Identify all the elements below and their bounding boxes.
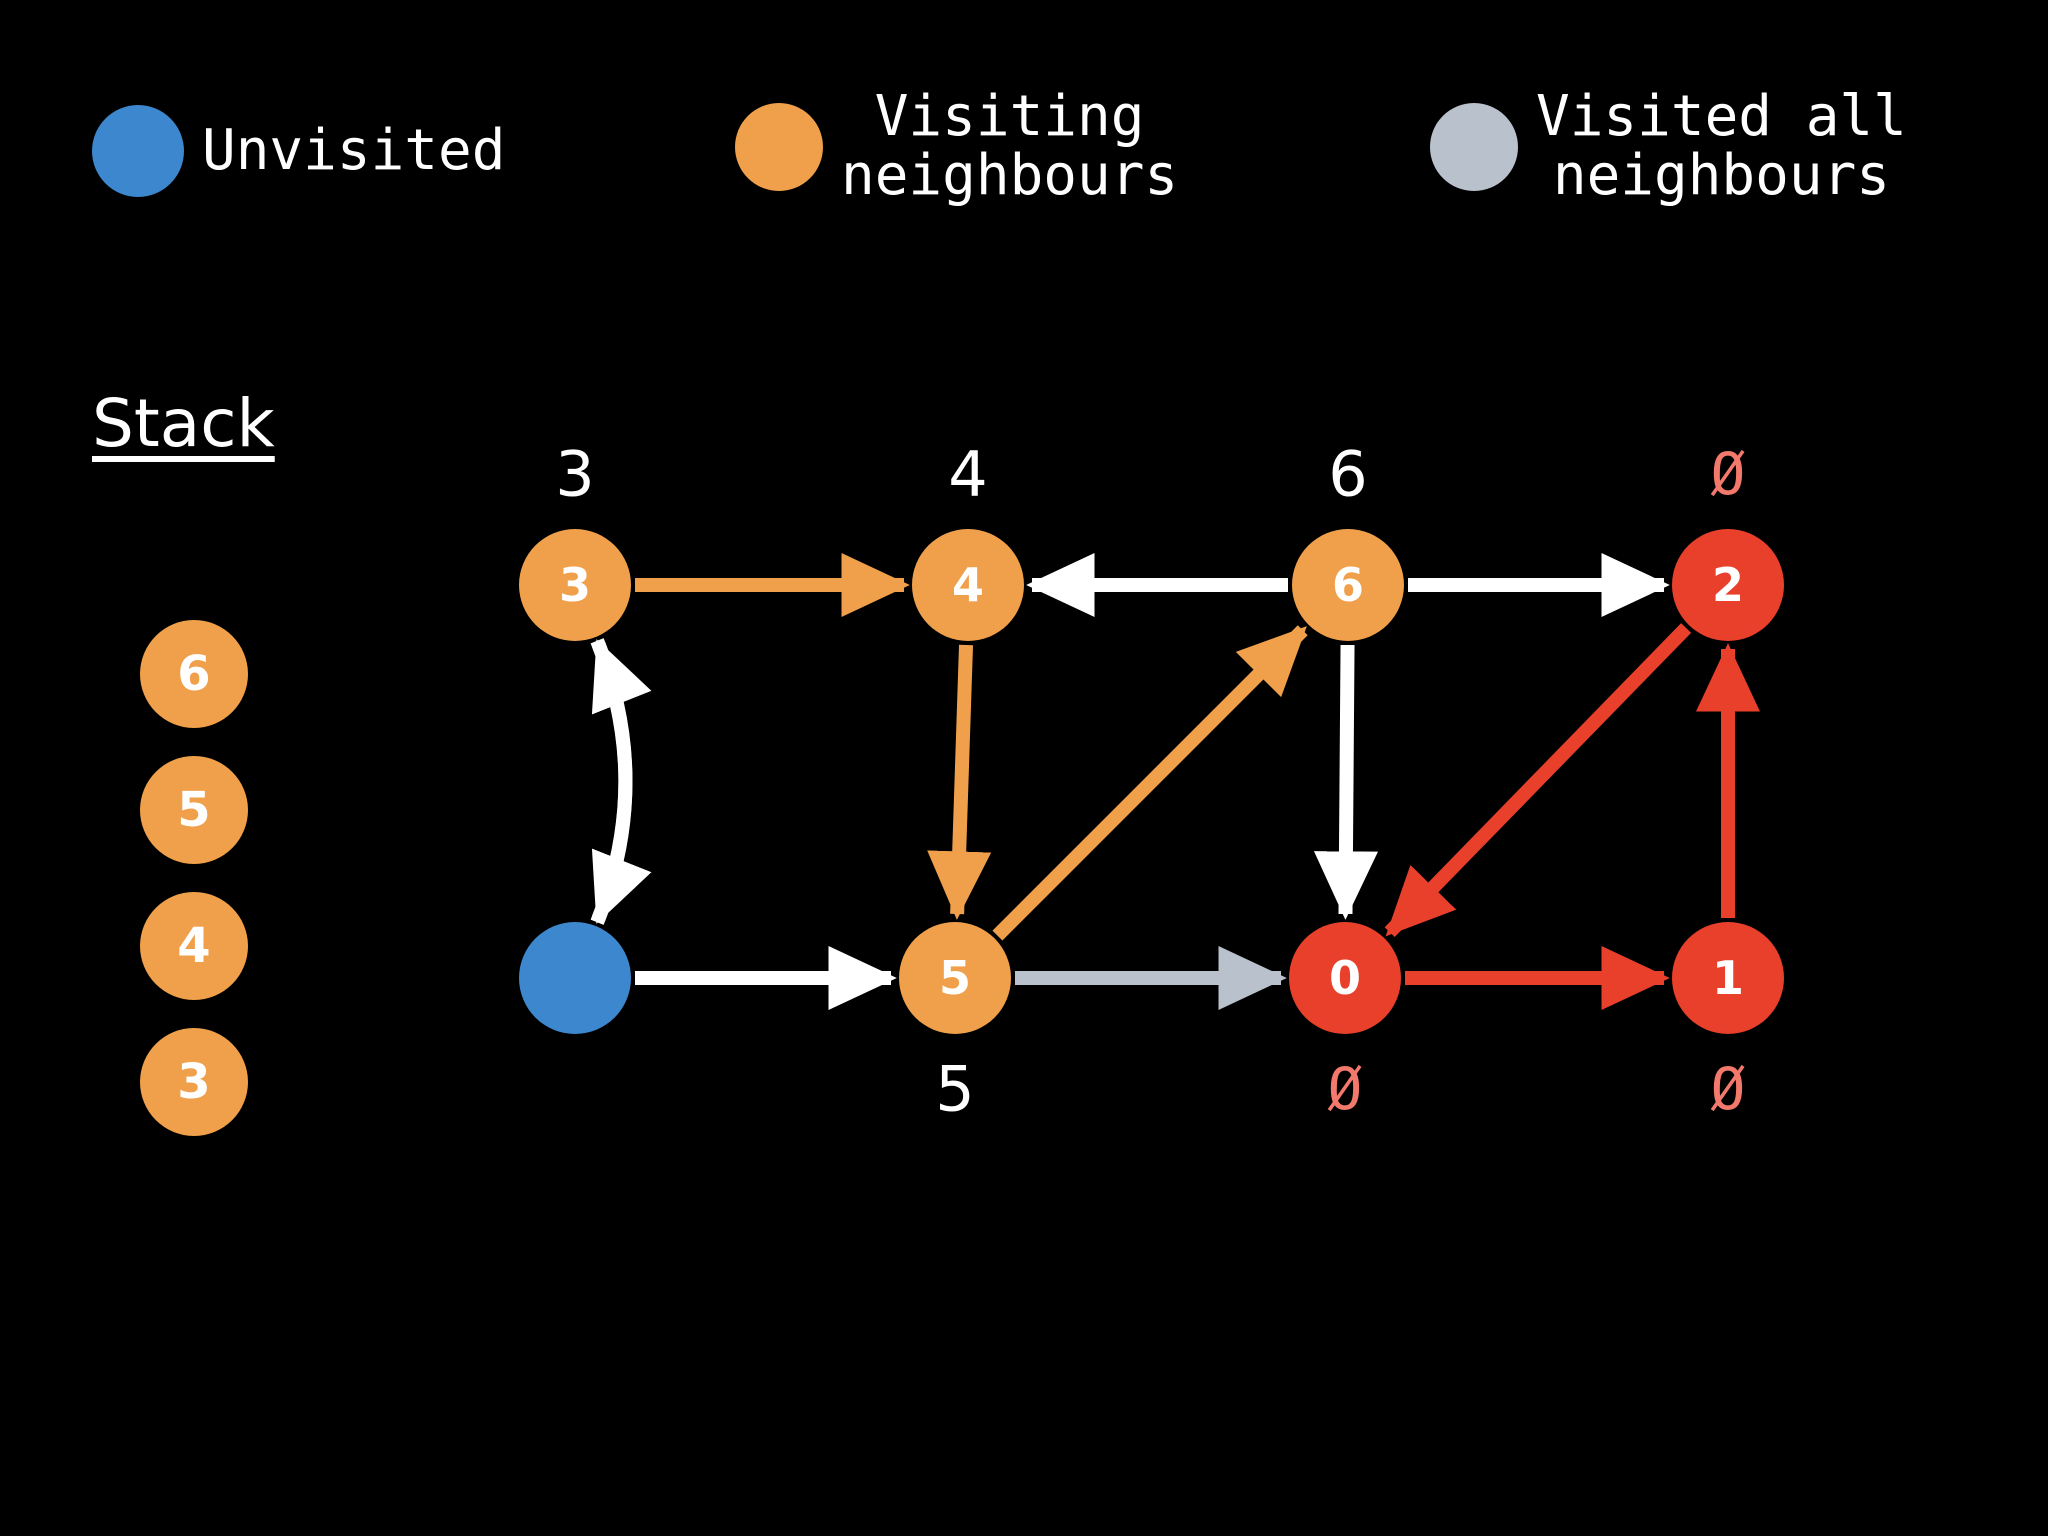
graph-node-n5[interactable]: 5 (899, 922, 1011, 1034)
legend-item-visited-all: Visited all neighbours (1430, 84, 1907, 208)
unvisited-color-swatch-icon (92, 105, 184, 197)
legend-item-visiting: Visiting neighbours (735, 84, 1179, 208)
graph-edge-n6-to-n0 (1313, 644, 1378, 920)
graph-edge-nblue-to-n3 (590, 639, 652, 925)
stack-title: Stack (92, 385, 275, 462)
graph-node-n1[interactable]: 1 (1672, 922, 1784, 1034)
graph-node-n4[interactable]: 4 (912, 529, 1024, 641)
legend-label-visited-all: Visited all neighbours (1536, 84, 1907, 208)
stack-node: 3 (140, 1028, 248, 1136)
graph-edge-n2-to-n0 (1384, 623, 1692, 938)
graph-node-n0[interactable]: 0 (1289, 922, 1401, 1034)
graph-node-n3[interactable]: 3 (519, 529, 631, 641)
stack-node: 4 (140, 892, 248, 1000)
graph-edge-n5-to-n6 (992, 625, 1308, 941)
legend-label-unvisited: Unvisited (202, 117, 506, 183)
graph-node-label-n4: 4 (948, 437, 988, 511)
graph-node-label-n0: Ø (1327, 1055, 1363, 1123)
graph-node-label-n5: 5 (935, 1052, 975, 1126)
graph-node-label-n2: Ø (1710, 440, 1746, 508)
visited-all-color-swatch-icon (1430, 102, 1518, 191)
stack-node: 6 (140, 620, 248, 728)
graph-node-nblue[interactable] (519, 922, 631, 1034)
stack-list: 6 5 4 3 (140, 620, 248, 1164)
graph-node-n2[interactable]: 2 (1672, 529, 1784, 641)
legend: Unvisited Visiting neighbours Visited al… (0, 0, 2048, 250)
graph-node-n6[interactable]: 6 (1292, 529, 1404, 641)
legend-label-visiting: Visiting neighbours (841, 84, 1179, 208)
stack-node: 5 (140, 756, 248, 864)
visiting-color-swatch-icon (735, 102, 823, 191)
graph-node-label-n1: Ø (1710, 1055, 1746, 1123)
graph-node-label-n6: 6 (1328, 437, 1368, 511)
graph-edge-n4-to-n5 (927, 644, 992, 920)
graph-node-label-n3: 3 (555, 437, 595, 511)
legend-item-unvisited: Unvisited (92, 105, 505, 197)
